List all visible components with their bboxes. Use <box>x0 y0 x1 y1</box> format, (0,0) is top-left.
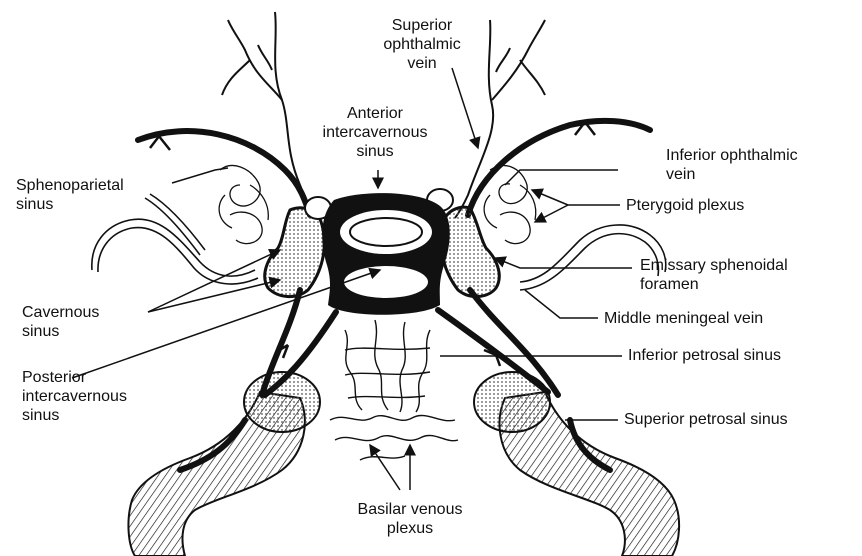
label-posterior-intercavernous-sinus: Posterior intercavernous sinus <box>22 368 127 425</box>
basilar-venous-plexus <box>330 320 458 460</box>
label-superior-ophthalmic-vein: Superior ophthalmic vein <box>362 16 482 73</box>
label-sphenoparietal-sinus: Sphenoparietal sinus <box>16 176 124 214</box>
label-line: plexus <box>330 519 490 538</box>
label-line: sinus <box>16 195 124 214</box>
label-line: foramen <box>640 275 788 294</box>
label-line: Superior <box>362 16 482 35</box>
label-line: intercavernous <box>22 387 127 406</box>
label-line: Emissary sphenoidal <box>640 256 788 275</box>
intercavernous-ring <box>322 193 450 315</box>
label-cavernous-sinus: Cavernous sinus <box>22 303 99 341</box>
label-superior-petrosal-sinus: Superior petrosal sinus <box>624 410 788 429</box>
label-line: Anterior <box>300 104 450 123</box>
label-line: Sphenoparietal <box>16 176 124 195</box>
label-line: Posterior <box>22 368 127 387</box>
label-basilar-venous-plexus: Basilar venous plexus <box>330 500 490 538</box>
label-line: vein <box>666 165 798 184</box>
label-line: Basilar venous <box>330 500 490 519</box>
label-line: ophthalmic <box>362 35 482 54</box>
label-line: vein <box>362 54 482 73</box>
label-line: Pterygoid plexus <box>626 196 744 215</box>
label-line: Inferior ophthalmic <box>666 146 798 165</box>
label-line: Inferior petrosal sinus <box>628 346 781 365</box>
label-line: sinus <box>300 142 450 161</box>
label-line: Superior petrosal sinus <box>624 410 788 429</box>
label-anterior-intercavernous-sinus: Anterior intercavernous sinus <box>300 104 450 161</box>
label-line: intercavernous <box>300 123 450 142</box>
label-inferior-ophthalmic-vein: Inferior ophthalmic vein <box>666 146 798 184</box>
label-inferior-petrosal-sinus: Inferior petrosal sinus <box>628 346 781 365</box>
label-middle-meningeal-vein: Middle meningeal vein <box>604 309 763 328</box>
label-emissary-sphenoidal-foramen: Emissary sphenoidal foramen <box>640 256 788 294</box>
label-line: Middle meningeal vein <box>604 309 763 328</box>
label-line: sinus <box>22 322 99 341</box>
label-pterygoid-plexus: Pterygoid plexus <box>626 196 744 215</box>
label-line: sinus <box>22 406 127 425</box>
label-line: Cavernous <box>22 303 99 322</box>
